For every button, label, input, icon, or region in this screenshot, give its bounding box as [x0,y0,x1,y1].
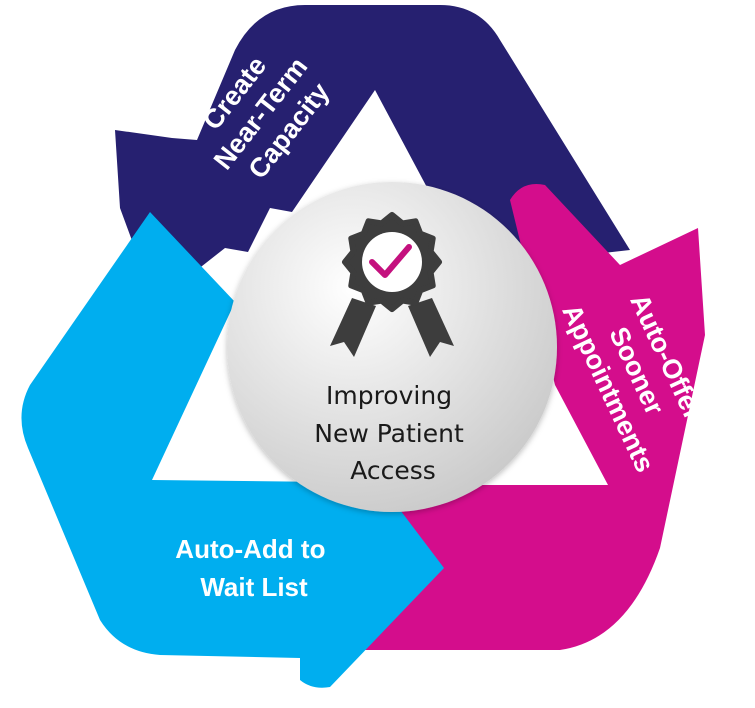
center-line-3: Access [350,456,436,485]
center-circle [227,182,557,512]
waitlist-line-1: Auto-Add to [175,534,325,564]
checkmark-icon [369,244,412,278]
center-title: Improving New Patient Access [314,381,471,485]
center-line-2: New Patient [314,419,464,448]
waitlist-line-2: Wait List [200,572,308,602]
magenta-arrow-shape [340,184,705,650]
cyan-arrow-shape [21,212,444,688]
award-ribbon-icon [330,212,454,357]
center-line-1: Improving [326,381,452,410]
waitlist-label: Auto-Add to Wait List [175,534,332,602]
